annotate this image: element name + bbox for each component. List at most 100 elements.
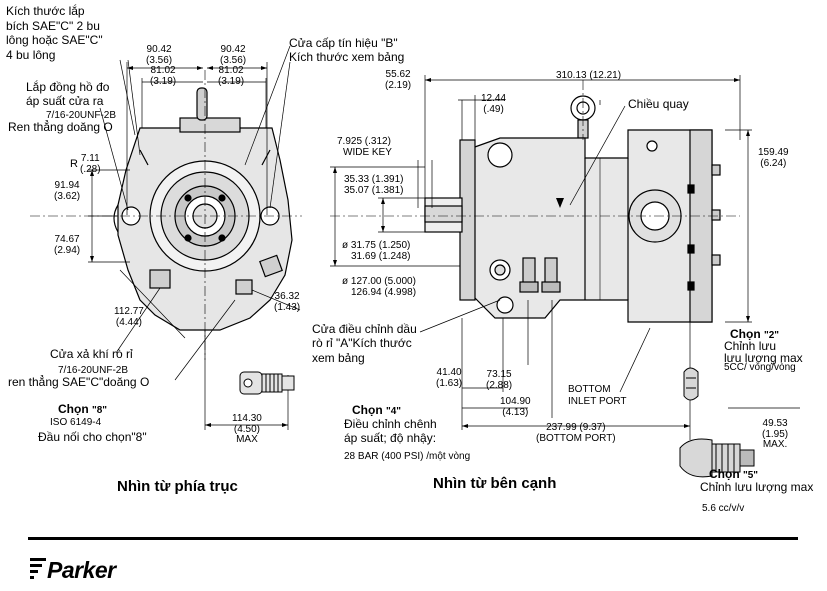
dim-value-in: (.28) (80, 163, 101, 175)
port-a-note: Cửa điều chỉnh dầu rò rỉ "A"Kích thước x… (312, 322, 417, 365)
option-number: "4" (386, 406, 402, 417)
dim-value-in: (3.19) (150, 75, 177, 87)
option-8-heading: Chọn "8" (58, 402, 108, 416)
dim-value: 81.02 (218, 65, 244, 76)
option-2-line-1: Chỉnh lưu (724, 339, 777, 353)
dim-radius: 7.11 (.28) (80, 153, 101, 175)
drain-thread: 7/16-20UNF-2B (58, 365, 129, 376)
dim-value: 159.49 (758, 147, 789, 158)
dim-55-62: 55.62 (2.19) (385, 69, 412, 91)
parker-logo: Parker (30, 557, 118, 582)
pilot-diameter: ø 127.00 (5.000) 126.94 (4.998) (342, 276, 416, 298)
dim-value: 237.99 (9.37) (546, 422, 606, 433)
pilot-diameter-max: ø 127.00 (5.000) (342, 276, 416, 287)
option-2-spec: 5CC/ vòng/vòng (724, 362, 796, 373)
option-number: "2" (764, 330, 780, 341)
dim-value-in: (3.19) (218, 75, 245, 87)
option-label: Chọn (352, 403, 383, 417)
dim-81-02-left: 81.02 (3.19) (150, 65, 177, 87)
dim-value: 49.53 (762, 418, 788, 429)
dim-159-49: 159.49 (6.24) (758, 147, 789, 169)
option-label: Chọn (58, 402, 89, 416)
dim-value: 91.94 (54, 180, 80, 191)
bottom-inlet-line-1: BOTTOM (568, 384, 611, 395)
side-view-title: Nhìn từ bên cạnh (433, 475, 557, 492)
dim-104-90: 104.90 (4.13) (500, 396, 531, 418)
option-8-description: Đầu nối cho chọn"8" (38, 430, 147, 444)
dim-81-02-right: 81.02 (3.19) (218, 65, 245, 87)
shaft-height: 35.33 (1.391) 35.07 (1.381) (344, 174, 404, 196)
dim-value: 36.32 (274, 291, 300, 302)
dim-value-in: (.49) (483, 103, 504, 115)
option-label: Chọn (730, 327, 761, 341)
option-2-line-2: lưu lượng max (724, 351, 803, 366)
port-a-line-3: xem bảng (312, 350, 365, 365)
option-5-heading: Chọn "5" (709, 467, 759, 481)
dim-max-label: MAX. (762, 439, 788, 450)
option-2-description: Chỉnh lưu lưu lượng max (724, 339, 803, 366)
signal-port-line-1: Cửa cấp tín hiệu "B" (289, 36, 398, 50)
dim-112-77: 112.77 (4.44) (114, 306, 144, 328)
dim-value-in: (4.50) (233, 423, 260, 435)
dim-value-in: (2.88) (486, 379, 513, 391)
dim-value-in: (1.43) (274, 301, 301, 313)
gauge-note-line-1: Lắp đồng hồ đo (26, 80, 110, 94)
dim-value-in: (6.24) (760, 157, 787, 169)
rotation-label: Chiều quay (628, 97, 689, 111)
dim-237-99: 237.99 (9.37) (BOTTOM PORT) (536, 422, 616, 444)
option-4-line-1: Điều chỉnh chênh (344, 417, 437, 431)
dim-radius-symbol: R (70, 158, 78, 170)
key-width: 7.925 (.312) WIDE KEY (337, 136, 392, 158)
key-width-label: WIDE KEY (343, 147, 392, 158)
flange-note-line-2: bích SAE"C" 2 bu (6, 18, 100, 33)
dim-value: 81.02 (150, 65, 176, 76)
dim-value: 74.67 (54, 234, 80, 245)
dim-bottom-port-label: (BOTTOM PORT) (536, 432, 616, 444)
drain-port-label: Cửa xả khí rò rỉ (50, 347, 133, 361)
dim-value: 41.40 (436, 367, 462, 378)
dim-value-in: (3.56) (146, 54, 173, 66)
dim-73-15: 73.15 (2.88) (486, 369, 513, 391)
shaft-diameter-max: ø 31.75 (1.250) (342, 240, 411, 251)
option-5-spec: 5.6 cc/v/v (702, 503, 745, 514)
gauge-note-line-2: áp suất cửa ra (26, 94, 104, 109)
gauge-note: Lắp đồng hồ đo áp suất cửa ra (26, 80, 109, 109)
option-label: Chọn (709, 467, 740, 481)
option-number: "8" (92, 405, 108, 416)
dim-value: 12.44 (481, 93, 507, 104)
dim-12-44: 12.44 (.49) (481, 93, 507, 115)
bottom-inlet-label: BOTTOM INLET PORT (568, 384, 627, 407)
dim-value-in: (2.19) (385, 79, 412, 91)
dim-value-in: (4.13) (502, 406, 529, 418)
shaft-diameter: ø 31.75 (1.250) 31.69 (1.248) (342, 240, 411, 262)
option-2-knob (683, 367, 699, 401)
dim-74-67: 74.67 (2.94) (54, 234, 80, 256)
dim-value-in: (4.44) (115, 316, 142, 328)
option-4-line-2: áp suất; độ nhậy: (344, 430, 437, 445)
signal-port-line-2: Kích thước xem bảng (289, 50, 405, 65)
flange-note-line-3: lông hoặc SAE"C" (6, 33, 103, 48)
drain-thread-oring: ren thẳng SAE"C"doăng O (8, 375, 150, 389)
dim-114-30-max: 114.30 (4.50) MAX (232, 413, 262, 446)
signal-port-note: Cửa cấp tín hiệu "B" Kích thước xem bảng (289, 36, 404, 64)
dim-value: 90.42 (146, 44, 172, 55)
dim-36-32: 36.32 (1.43) (274, 291, 301, 313)
dim-41-40: 41.40 (1.63) (436, 367, 463, 389)
dim-value: 55.62 (385, 69, 411, 80)
dim-value: 90.42 (220, 44, 246, 55)
option-number: "5" (743, 470, 759, 481)
brand-wordmark: Parker (47, 557, 117, 582)
dim-value-in: (1.63) (436, 377, 463, 389)
dim-value-in: (3.56) (220, 54, 247, 66)
flange-note-line-4: 4 bu lông (6, 47, 56, 62)
option-8-standard: ISO 6149-4 (50, 417, 102, 428)
dim-90-42-right: 90.42 (3.56) (220, 44, 247, 66)
side-view (424, 95, 721, 323)
front-view (113, 87, 293, 331)
gauge-thread-oring: Ren thẳng doăng O (8, 120, 113, 134)
front-view-title: Nhìn từ phía trục (117, 478, 238, 495)
dim-value-in: (3.62) (54, 190, 81, 202)
option-5-knob (679, 438, 755, 478)
